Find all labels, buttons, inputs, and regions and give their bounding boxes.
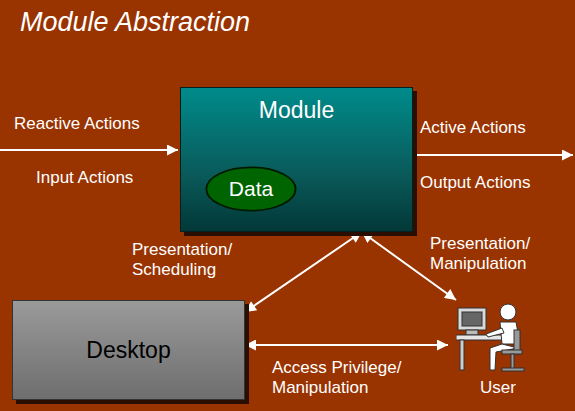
icon-part	[460, 340, 464, 370]
icon-part	[466, 330, 478, 335]
edge-label: Access Privilege/ Manipulation	[270, 358, 449, 398]
output-arrow	[415, 154, 573, 156]
connector-arrow	[245, 232, 362, 312]
node-text: Module	[181, 88, 412, 124]
icon-part	[502, 368, 524, 371]
connector-arrow	[245, 344, 448, 346]
action-label: Input Actions	[36, 168, 133, 188]
action-label: Active Actions	[420, 118, 526, 138]
user-figure: User	[448, 300, 548, 400]
data-ellipse: Data	[205, 166, 297, 212]
node-text: Desktop	[86, 336, 170, 364]
icon-part	[462, 312, 482, 326]
node-text: Data	[229, 176, 273, 202]
action-label: Reactive Actions	[14, 114, 140, 134]
edge-label: Presentation/ Scheduling	[130, 240, 252, 280]
user-icon	[456, 300, 540, 374]
edge-label: Presentation/ Manipulation	[428, 234, 564, 274]
icon-part	[458, 308, 486, 330]
node-text: User	[448, 378, 548, 398]
module-box: Data Module	[180, 87, 413, 232]
desktop-box: Desktop	[12, 300, 245, 400]
diagram-title: Module Abstraction	[20, 6, 250, 38]
icon-part	[456, 335, 506, 340]
data-ellipse-shape	[206, 167, 295, 210]
action-label: Output Actions	[420, 173, 531, 193]
input-arrow	[0, 149, 178, 151]
icon-part	[486, 328, 504, 337]
icon-part	[502, 350, 522, 354]
icon-part	[500, 304, 516, 320]
